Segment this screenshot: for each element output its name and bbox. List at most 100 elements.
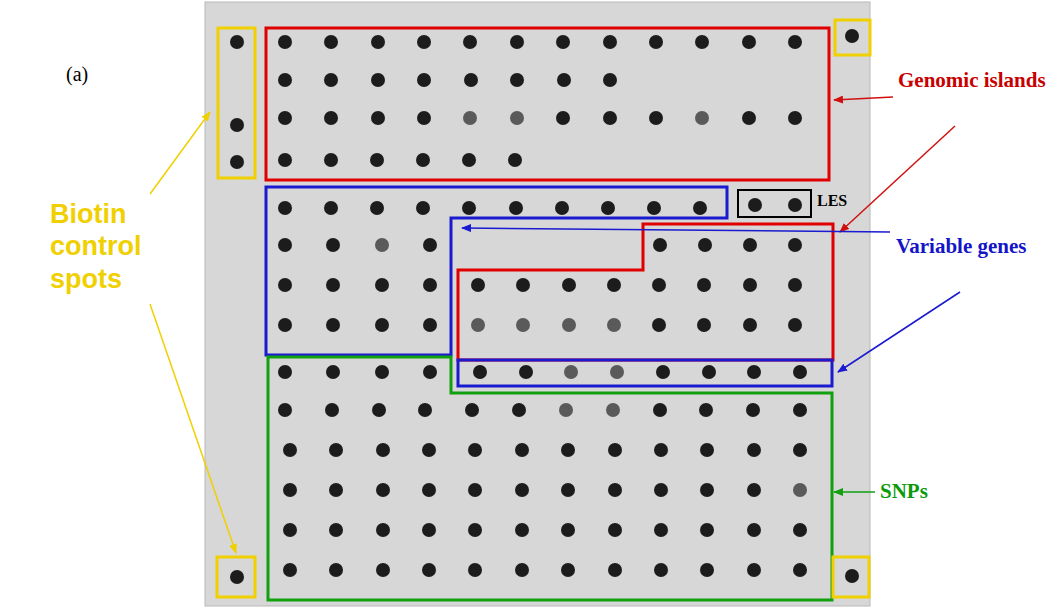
array-spot: [422, 563, 436, 577]
array-spot: [464, 73, 478, 87]
array-spot: [375, 278, 389, 292]
array-spot: [278, 153, 292, 167]
array-spot: [700, 523, 714, 537]
array-spot: [746, 403, 760, 417]
array-spot: [230, 570, 244, 584]
array-spot: [463, 111, 477, 125]
array-spot: [278, 365, 292, 379]
array-spot: [418, 403, 432, 417]
array-spot: [468, 523, 482, 537]
array-spot: [509, 201, 523, 215]
array-spot: [329, 443, 343, 457]
array-spot: [700, 563, 714, 577]
array-spot: [788, 111, 802, 125]
leader-arrow: [838, 292, 960, 372]
array-spot: [376, 563, 390, 577]
array-spot: [693, 201, 707, 215]
array-spot: [508, 153, 522, 167]
leader-arrow: [150, 112, 210, 194]
array-spot: [283, 483, 297, 497]
array-background: [205, 2, 870, 606]
array-spot: [230, 155, 244, 169]
array-spot: [700, 443, 714, 457]
array-spot: [519, 365, 533, 379]
genomic-island-region: [266, 28, 829, 180]
array-spot: [465, 403, 479, 417]
region-label: SNPs: [880, 479, 970, 504]
array-spot: [371, 111, 385, 125]
array-spot: [423, 365, 437, 379]
array-spot: [512, 403, 526, 417]
leader-arrow: [840, 126, 955, 232]
spot-grid: [230, 29, 859, 584]
array-spot: [561, 443, 575, 457]
array-spot: [649, 111, 663, 125]
array-spot: [423, 238, 437, 252]
leader-arrow: [462, 228, 890, 232]
array-spot: [329, 563, 343, 577]
array-spot: [698, 238, 712, 252]
array-spot: [743, 278, 757, 292]
array-spot: [601, 201, 615, 215]
array-spot: [656, 365, 670, 379]
array-spot: [510, 35, 524, 49]
array-spot: [515, 563, 529, 577]
array-spot: [793, 443, 807, 457]
array-spot: [422, 443, 436, 457]
array-spot: [329, 483, 343, 497]
array-spot: [652, 318, 666, 332]
array-spot: [283, 563, 297, 577]
array-spot: [510, 111, 524, 125]
array-spot: [417, 35, 431, 49]
array-spot: [370, 153, 384, 167]
panel-letter: (a): [66, 62, 126, 86]
array-spot: [607, 278, 621, 292]
array-spot: [326, 318, 340, 332]
array-spot: [649, 35, 663, 49]
array-spot: [555, 201, 569, 215]
array-spot: [788, 238, 802, 252]
variable-gene-region: [266, 187, 727, 355]
array-spot: [608, 563, 622, 577]
array-spot: [742, 111, 756, 125]
array-spot: [652, 278, 666, 292]
array-spot: [278, 73, 292, 87]
region-label: Genomic islands: [898, 68, 1048, 93]
array-spot: [559, 403, 573, 417]
array-spot: [471, 278, 485, 292]
array-spot: [654, 483, 668, 497]
array-spot: [697, 318, 711, 332]
les-region: [738, 190, 811, 217]
array-spot: [743, 318, 757, 332]
array-spot: [654, 523, 668, 537]
array-spot: [695, 35, 709, 49]
array-spot: [417, 73, 431, 87]
array-spot: [743, 238, 757, 252]
array-spot: [562, 278, 576, 292]
biotin-box: [835, 20, 870, 55]
array-spot: [463, 35, 477, 49]
array-spot: [326, 278, 340, 292]
array-spot: [561, 523, 575, 537]
array-spot: [468, 443, 482, 457]
array-spot: [788, 35, 802, 49]
region-label: LES: [817, 191, 867, 210]
leader-arrow: [834, 97, 893, 100]
array-spot: [324, 111, 338, 125]
array-spot: [471, 318, 485, 332]
array-spot: [372, 403, 386, 417]
array-spot: [603, 111, 617, 125]
array-spot: [278, 278, 292, 292]
array-spot: [462, 201, 476, 215]
array-spot: [556, 35, 570, 49]
array-spot: [375, 238, 389, 252]
genomic-island-region: [458, 224, 833, 360]
array-spot: [283, 443, 297, 457]
array-spot: [557, 73, 571, 87]
array-spot: [376, 443, 390, 457]
array-spot: [371, 35, 385, 49]
array-spot: [747, 563, 761, 577]
array-spot: [422, 483, 436, 497]
leader-arrow: [150, 304, 236, 553]
array-spot: [747, 483, 761, 497]
